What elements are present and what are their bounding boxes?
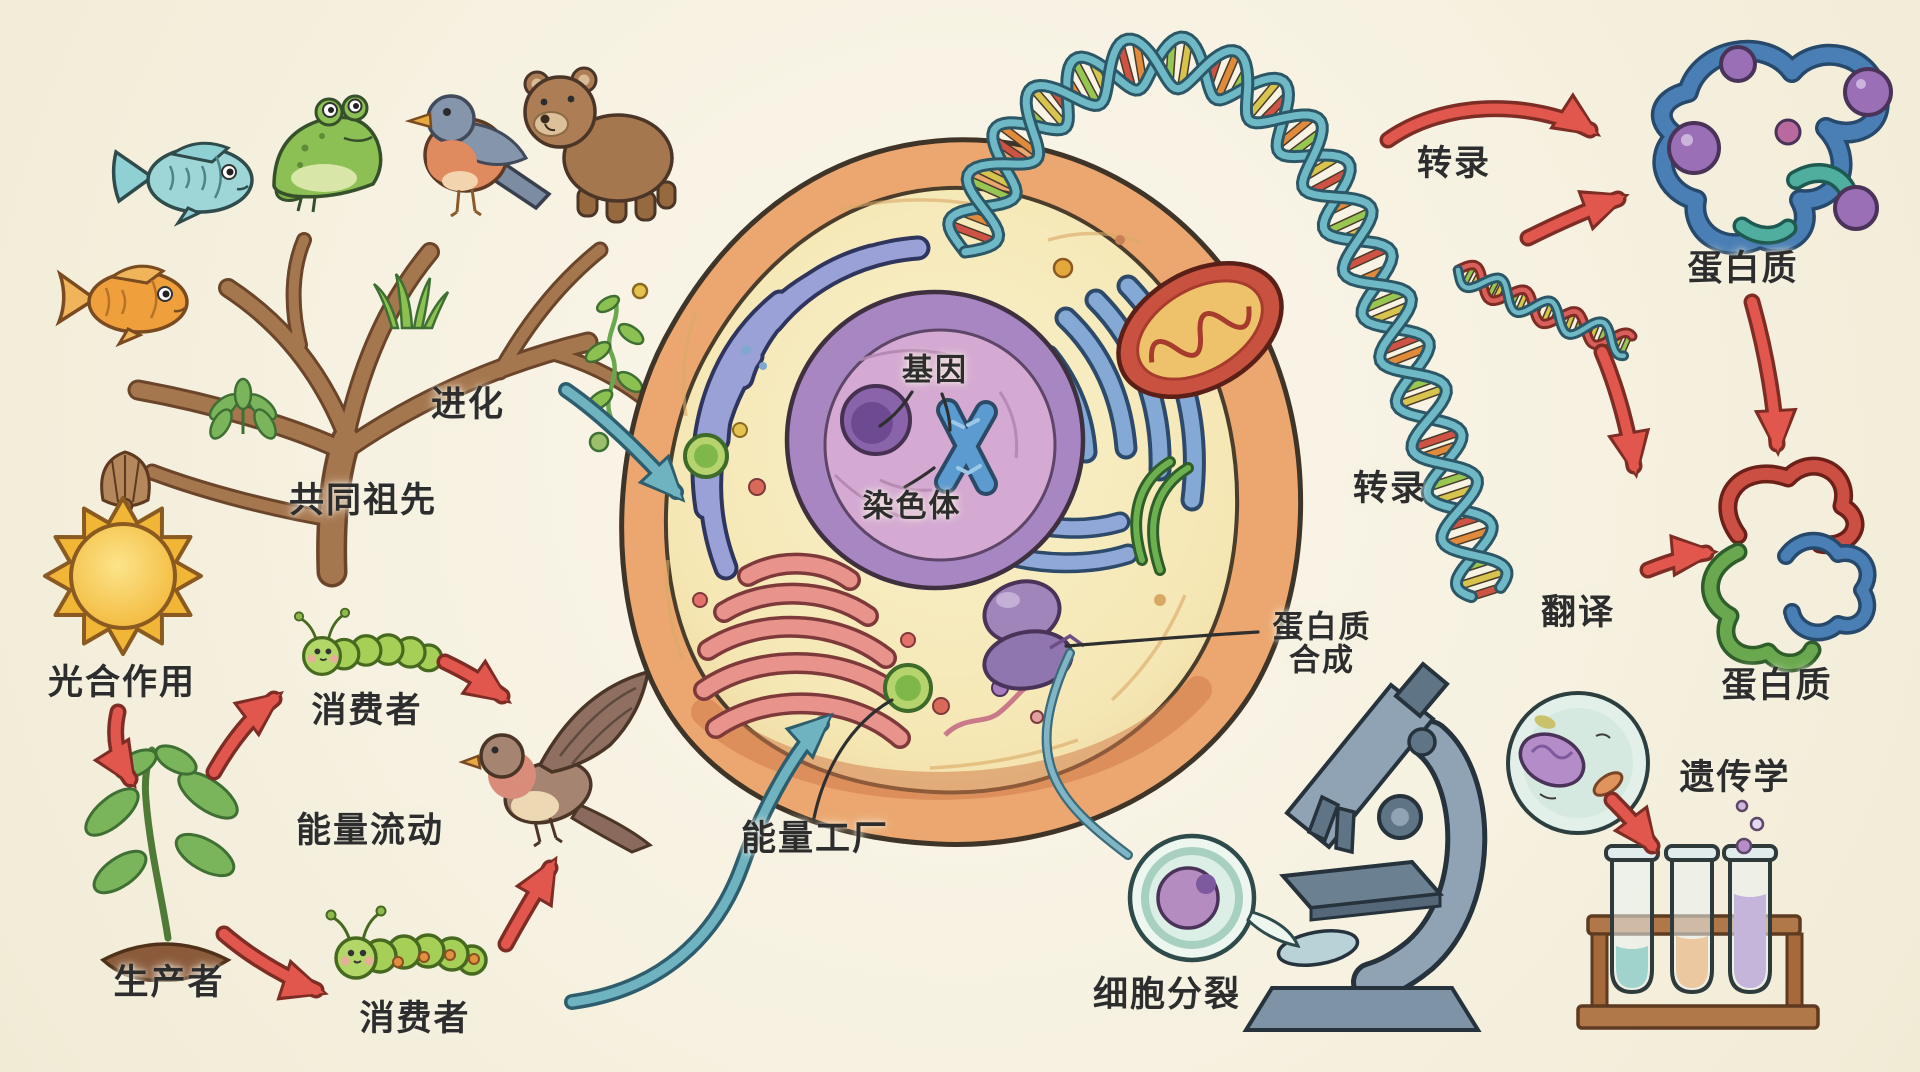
red-arrow-6 bbox=[1379, 92, 1602, 149]
seaweed-icon bbox=[584, 282, 649, 453]
chromosome-icon bbox=[934, 398, 998, 496]
vesicles bbox=[683, 235, 1166, 724]
bear-icon bbox=[523, 66, 677, 224]
caterpillar-top-icon bbox=[293, 607, 444, 677]
red-arrow-10 bbox=[1639, 533, 1719, 579]
test-tube-rack bbox=[1576, 799, 1820, 1030]
protein-synthesis-pointer bbox=[1064, 630, 1260, 648]
teal-arrow-2 bbox=[564, 712, 834, 1010]
arrows-layer bbox=[92, 92, 1798, 1010]
ribosome-icon bbox=[943, 579, 1086, 737]
goldfish-icon bbox=[55, 264, 189, 348]
caterpillar-bottom-icon bbox=[324, 904, 488, 980]
dna-strands bbox=[942, 30, 1514, 604]
cell-division-bubble bbox=[1041, 648, 1301, 963]
test-tube-teal bbox=[1604, 844, 1660, 995]
bubbles bbox=[1735, 799, 1765, 855]
gene-pointer-right bbox=[940, 392, 952, 432]
phylogenetic-tree bbox=[127, 232, 686, 588]
animal-cell bbox=[619, 137, 1304, 847]
red-arrow-8 bbox=[1743, 293, 1798, 457]
energy-factory-pointer bbox=[812, 698, 894, 820]
dna-strands bbox=[1452, 259, 1638, 362]
frog-icon bbox=[272, 94, 383, 213]
test-tube-purple bbox=[1722, 844, 1778, 995]
dna-double-helix bbox=[942, 30, 1514, 604]
protein-top-icon bbox=[1650, 39, 1893, 256]
mrna-strand bbox=[1452, 259, 1638, 362]
red-arrow-2 bbox=[205, 690, 284, 781]
nucleus bbox=[784, 289, 1086, 591]
microscope-icon bbox=[1242, 661, 1488, 1032]
red-arrow-1 bbox=[92, 703, 139, 790]
protein-folded-icon bbox=[1701, 456, 1877, 673]
red-arrow-9 bbox=[1593, 343, 1651, 479]
robin-icon bbox=[404, 94, 552, 218]
red-arrow-11 bbox=[1603, 791, 1661, 856]
red-arrow-4 bbox=[215, 925, 329, 1001]
test-tube-orange bbox=[1664, 844, 1720, 995]
mitochondrion-icon bbox=[1116, 260, 1284, 400]
golgi-apparatus bbox=[692, 552, 925, 749]
flying-bird-icon bbox=[458, 669, 653, 854]
red-arrow-7 bbox=[1519, 190, 1630, 247]
sun-icon bbox=[43, 496, 203, 656]
leaf-cluster-icon bbox=[208, 377, 278, 440]
red-arrow-3 bbox=[436, 653, 513, 705]
teal-arrow-1 bbox=[558, 382, 686, 503]
pointer-lines bbox=[812, 390, 1260, 820]
chromosome-pointer bbox=[903, 466, 936, 489]
green-tubules bbox=[1130, 456, 1194, 576]
gene-pointer-left bbox=[878, 390, 914, 428]
fish-icon bbox=[111, 141, 254, 227]
red-arrow-5 bbox=[497, 855, 559, 953]
grass-icon bbox=[372, 273, 450, 330]
